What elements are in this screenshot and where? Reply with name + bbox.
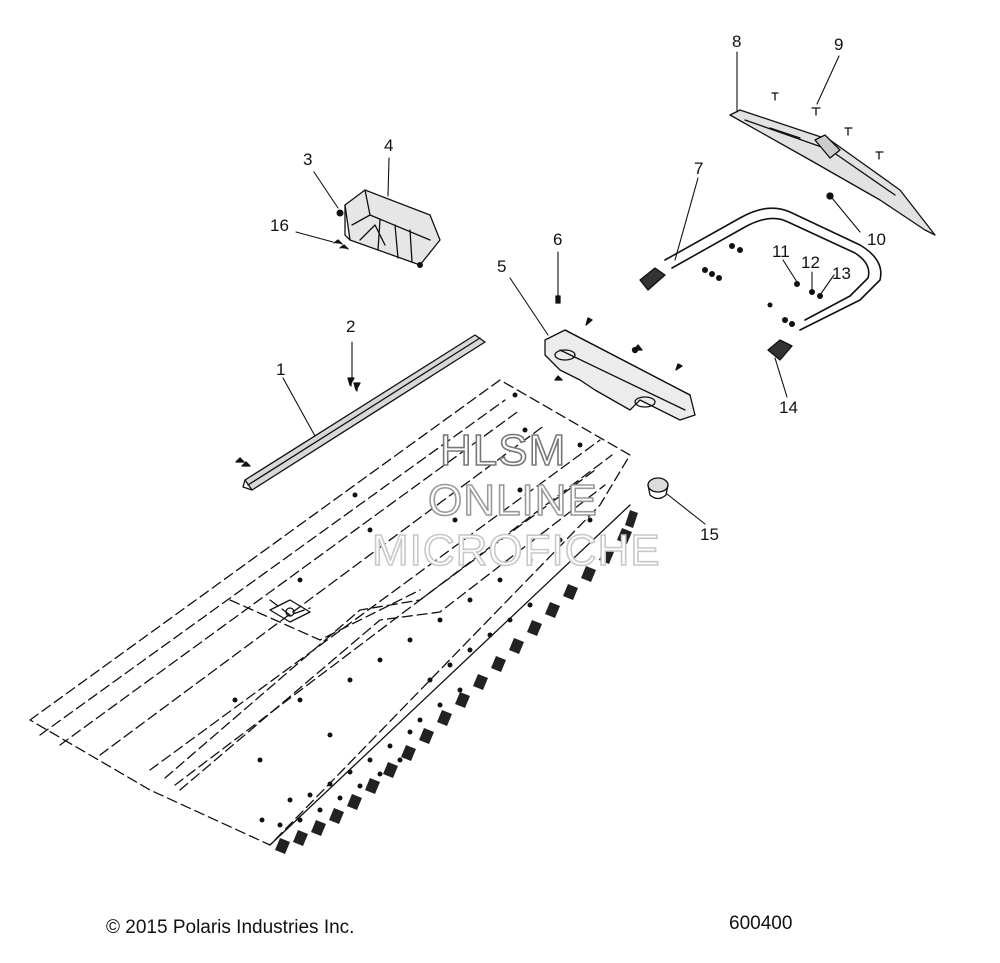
- callout-1: 1: [276, 360, 286, 379]
- callout-13: 13: [832, 264, 851, 283]
- callout-6: 6: [553, 230, 563, 249]
- floor-panel: [29, 379, 631, 846]
- footrest-edge: [275, 510, 638, 854]
- part-11-12-13-hardware: [702, 243, 823, 327]
- callout-5: 5: [497, 257, 507, 276]
- part-2-screws: [235, 377, 361, 467]
- part-9-screws: [771, 92, 884, 160]
- floor-holes: [232, 392, 593, 828]
- callout-12: 12: [801, 253, 820, 272]
- part-8-plate: [729, 109, 936, 236]
- part-1-rail: [242, 334, 486, 491]
- callout-8: 8: [732, 32, 742, 51]
- callout-11: 11: [772, 242, 790, 261]
- callout-7: 7: [694, 159, 704, 178]
- part-10-screw: [826, 192, 834, 200]
- diagram-number: 600400: [729, 913, 793, 934]
- callout-9: 9: [834, 35, 844, 54]
- copyright-text: © 2015 Polaris Industries Inc.: [106, 917, 355, 938]
- callout-15: 15: [700, 525, 719, 544]
- part-16-screws: [333, 239, 349, 250]
- part-7-end-caps: [639, 267, 793, 361]
- callout-10: 10: [867, 230, 886, 249]
- watermark-line-3: MICROFICHE: [371, 525, 661, 576]
- callout-16: 16: [270, 216, 289, 235]
- part-3-nut: [336, 209, 423, 268]
- part-7-bumper: [664, 207, 882, 331]
- watermark-line-2: ONLINE: [427, 475, 598, 526]
- callout-3: 3: [303, 150, 313, 169]
- part-6-screws: [554, 295, 683, 381]
- callout-4: 4: [384, 136, 394, 155]
- part-15-plug: [647, 477, 669, 500]
- watermark-line-1: HLSM: [439, 425, 567, 476]
- callout-2: 2: [346, 317, 356, 336]
- part-5-bracket: [544, 329, 696, 421]
- callout-14: 14: [779, 398, 798, 417]
- part-4-cover: [344, 189, 441, 266]
- leader-lines: [282, 51, 861, 525]
- floor-panel-solid-edges: [269, 504, 631, 846]
